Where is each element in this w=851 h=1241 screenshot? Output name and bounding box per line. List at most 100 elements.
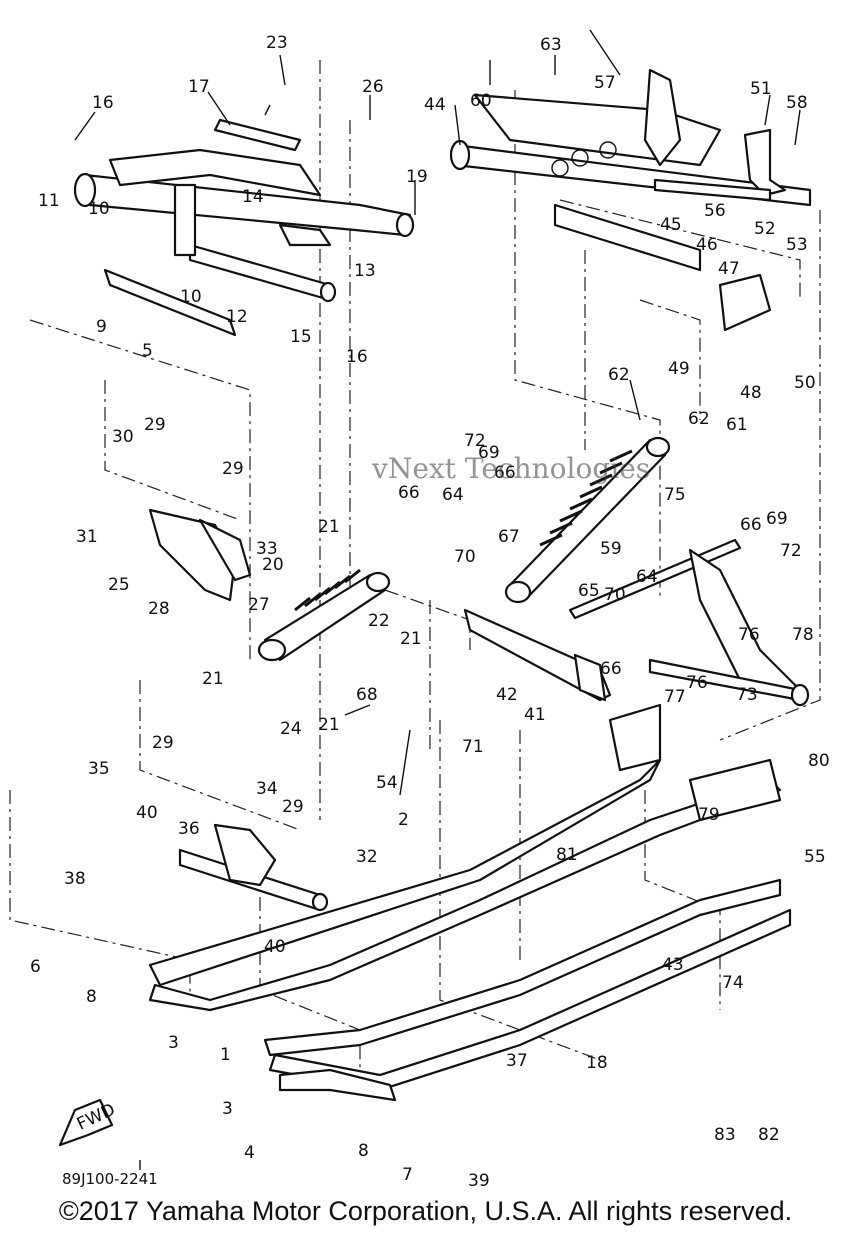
part-callouts: 1233456788910101112131415161617181920212… — [30, 33, 830, 1191]
part-callout-16: 16 — [346, 347, 368, 367]
part-callout-73: 73 — [736, 685, 758, 705]
diagram-code: 89J100-2241 — [62, 1170, 158, 1188]
part-callout-55: 55 — [804, 847, 826, 867]
part-callout-4: 4 — [244, 1143, 255, 1163]
part-callout-54: 54 — [376, 773, 398, 793]
part-callout-58: 58 — [786, 93, 808, 113]
part-callout-12: 12 — [226, 307, 248, 327]
part-callout-72: 72 — [464, 431, 486, 451]
part-callout-47: 47 — [718, 259, 740, 279]
part-callout-67: 67 — [498, 527, 520, 547]
part-callout-44: 44 — [424, 95, 446, 115]
front-direction-arrow: FWD — [58, 1098, 118, 1147]
part-callout-36: 36 — [178, 819, 200, 839]
part-callout-15: 15 — [290, 327, 312, 347]
part-callout-40: 40 — [264, 937, 286, 957]
part-callout-65: 65 — [578, 581, 600, 601]
part-callout-57: 57 — [594, 73, 616, 93]
part-callout-2: 2 — [398, 810, 409, 830]
part-callout-23: 23 — [266, 33, 288, 53]
part-callout-52: 52 — [754, 219, 776, 239]
part-callout-59: 59 — [600, 539, 622, 559]
part-callout-1: 1 — [220, 1045, 231, 1065]
part-callout-69: 69 — [478, 443, 500, 463]
part-callout-71: 71 — [462, 737, 484, 757]
part-callout-26: 26 — [362, 77, 384, 97]
part-callout-29: 29 — [152, 733, 174, 753]
part-callout-66: 66 — [740, 515, 762, 535]
part-callout-25: 25 — [108, 575, 130, 595]
part-callout-53: 53 — [786, 235, 808, 255]
part-callout-39: 39 — [468, 1171, 490, 1191]
assembly-guide-lines — [9, 60, 821, 1080]
part-callout-43: 43 — [662, 955, 684, 975]
part-callout-70: 70 — [604, 585, 626, 605]
part-callout-30: 30 — [112, 427, 134, 447]
part-callout-76: 76 — [738, 625, 760, 645]
part-callout-37: 37 — [506, 1051, 528, 1071]
part-callout-42: 42 — [496, 685, 518, 705]
copyright-notice: ©2017 Yamaha Motor Corporation, U.S.A. A… — [58, 1196, 793, 1226]
part-callout-62: 62 — [608, 365, 630, 385]
part-callout-3: 3 — [222, 1099, 233, 1119]
part-callout-45: 45 — [660, 215, 682, 235]
part-callout-79: 79 — [698, 805, 720, 825]
part-callout-61: 61 — [726, 415, 748, 435]
part-callout-29: 29 — [144, 415, 166, 435]
part-callout-34: 34 — [256, 779, 278, 799]
part-callout-40: 40 — [136, 803, 158, 823]
part-callout-63: 63 — [540, 35, 562, 55]
part-callout-8: 8 — [86, 987, 97, 1007]
part-callout-21: 21 — [318, 715, 340, 735]
part-callout-48: 48 — [740, 383, 762, 403]
part-callout-8: 8 — [358, 1141, 369, 1161]
watermark-text: vNext Technologies — [372, 452, 651, 485]
part-callout-11: 11 — [38, 191, 60, 211]
part-callout-51: 51 — [750, 79, 772, 99]
slide-rails — [148, 703, 792, 1102]
rear-suspension-arm — [449, 68, 812, 332]
part-callout-77: 77 — [664, 687, 686, 707]
part-callout-13: 13 — [354, 261, 376, 281]
part-callout-16: 16 — [92, 93, 114, 113]
part-callout-81: 81 — [556, 845, 578, 865]
front-arm-bracket — [178, 823, 329, 912]
front-suspension-arm — [73, 118, 415, 337]
part-callout-3: 3 — [168, 1033, 179, 1053]
part-callout-20: 20 — [262, 555, 284, 575]
part-callout-10: 10 — [180, 287, 202, 307]
leader-lines — [74, 29, 801, 1170]
part-callout-28: 28 — [148, 599, 170, 619]
part-callout-70: 70 — [454, 547, 476, 567]
part-callout-10: 10 — [88, 199, 110, 219]
part-callout-18: 18 — [586, 1053, 608, 1073]
part-callout-17: 17 — [188, 77, 210, 97]
part-callout-14: 14 — [242, 187, 264, 207]
part-callout-80: 80 — [808, 751, 830, 771]
part-callout-66: 66 — [494, 463, 516, 483]
part-callout-72: 72 — [780, 541, 802, 561]
part-callout-69: 69 — [766, 509, 788, 529]
part-callout-38: 38 — [64, 869, 86, 889]
part-callout-76: 76 — [686, 673, 708, 693]
part-callout-41: 41 — [524, 705, 546, 725]
part-callout-33: 33 — [256, 539, 278, 559]
part-callout-64: 64 — [636, 567, 658, 587]
part-callout-75: 75 — [664, 485, 686, 505]
part-callout-9: 9 — [96, 317, 107, 337]
part-callout-7: 7 — [402, 1165, 413, 1185]
center-link-arm — [463, 608, 612, 702]
part-callout-19: 19 — [406, 167, 428, 187]
rear-shock-absorber — [504, 436, 671, 604]
part-callout-64: 64 — [442, 485, 464, 505]
part-callout-29: 29 — [222, 459, 244, 479]
rear-pivot-arm — [568, 538, 810, 707]
part-callout-68: 68 — [356, 685, 378, 705]
part-callout-24: 24 — [280, 719, 302, 739]
part-callout-29: 29 — [282, 797, 304, 817]
part-callout-66: 66 — [600, 659, 622, 679]
part-callout-60: 60 — [470, 91, 492, 111]
part-callout-66: 66 — [398, 483, 420, 503]
front-shock-absorber — [257, 568, 391, 662]
